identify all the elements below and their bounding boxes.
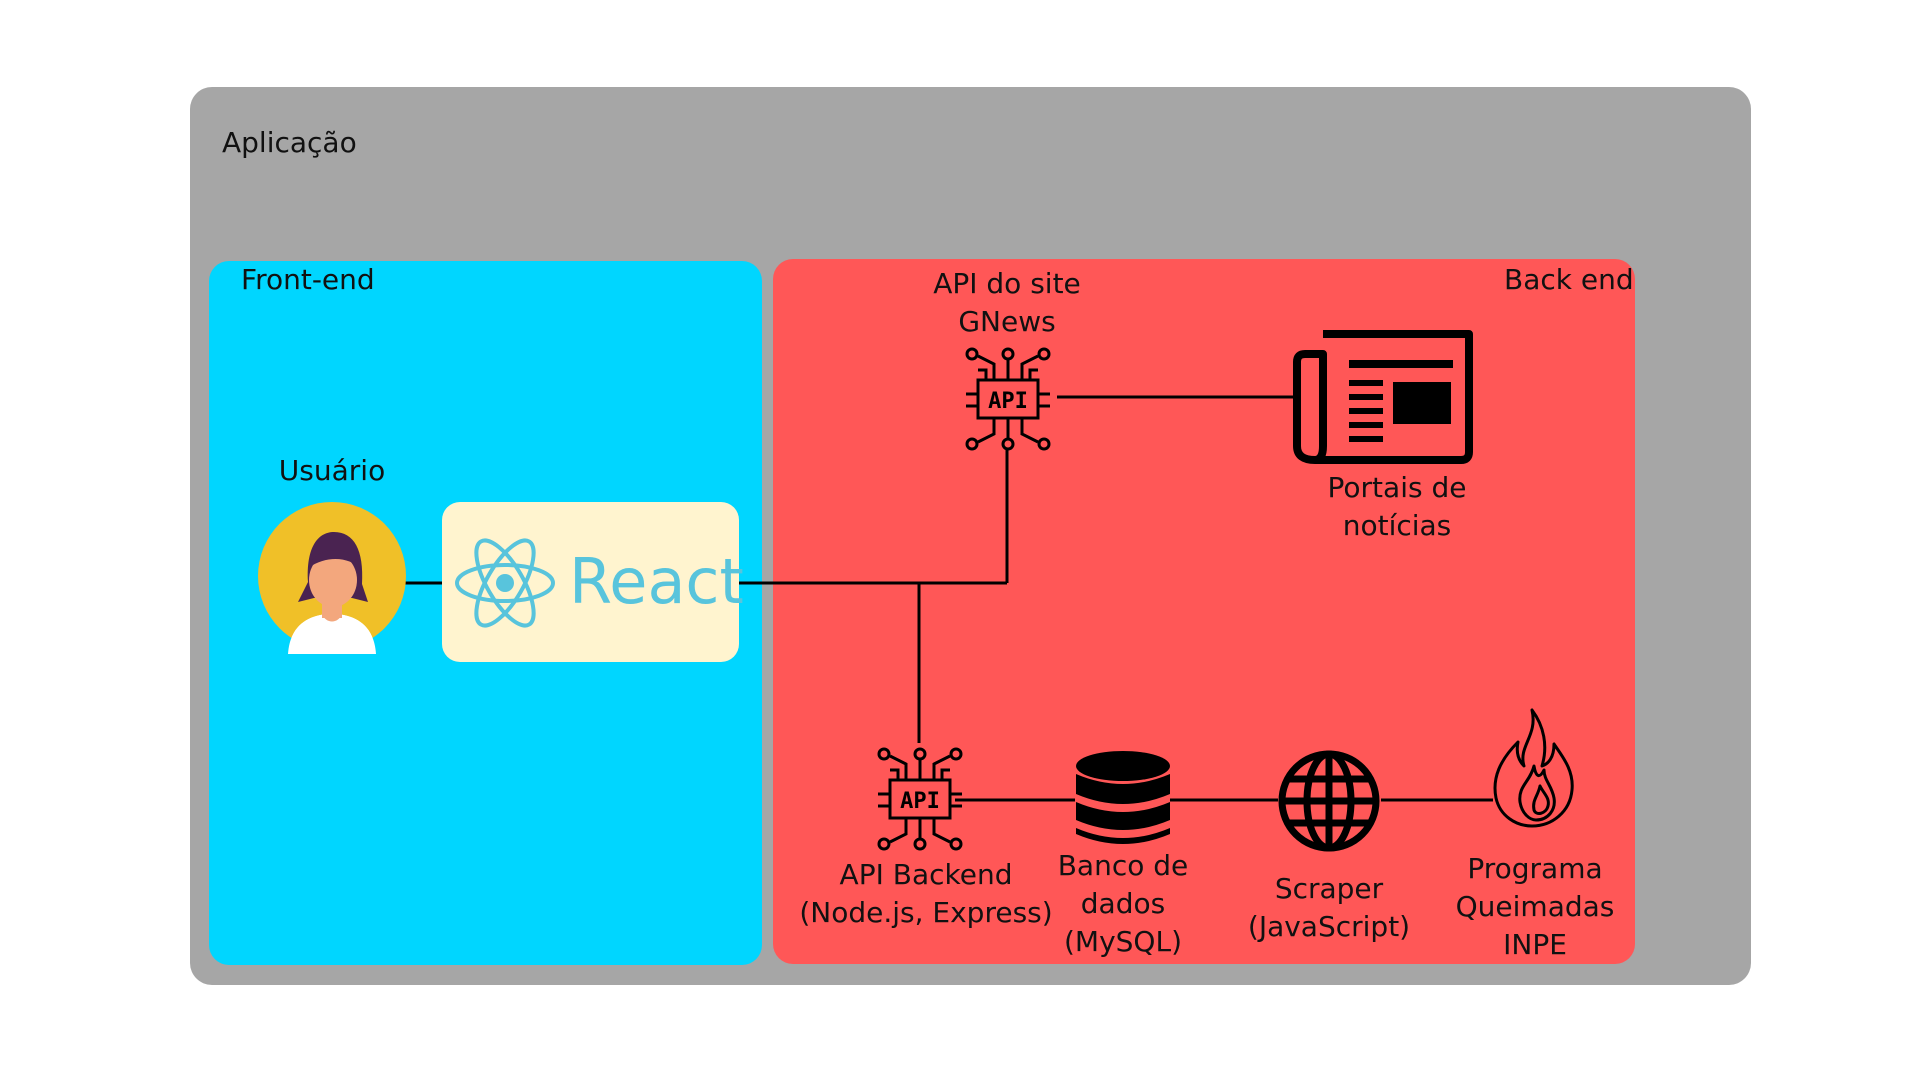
- gnews-api-label-line2: GNews: [958, 305, 1056, 338]
- scraper-label-line1: Scraper: [1274, 872, 1384, 905]
- inpe-label-line2: Queimadas: [1455, 890, 1615, 923]
- globe-icon: [1278, 750, 1380, 852]
- backend-api-label-line2: (Node.js, Express): [799, 896, 1053, 929]
- news-portals-label-line2: notícias: [1342, 509, 1452, 542]
- backend-api-label-line1: API Backend: [839, 858, 1013, 891]
- react-label: React: [569, 545, 744, 618]
- inpe-label-line3: INPE: [1503, 928, 1567, 961]
- inpe-label-line1: Programa: [1467, 852, 1603, 885]
- api-chip-text: API: [988, 389, 1028, 414]
- newspaper-icon: [1293, 330, 1473, 464]
- gnews-api-icon: API: [965, 347, 1051, 451]
- backend-title: Back end: [1504, 263, 1634, 296]
- backend-api-icon: API: [877, 747, 963, 851]
- news-portals-label-line1: Portais de: [1327, 471, 1467, 504]
- frontend-title: Front-end: [241, 263, 375, 296]
- react-box: React: [442, 502, 744, 662]
- database-label-line1: Banco de: [1057, 849, 1189, 882]
- react-logo-icon: [455, 538, 555, 628]
- application-title: Aplicação: [222, 126, 357, 159]
- scraper-label-line2: (JavaScript): [1247, 910, 1411, 943]
- api-chip-text: API: [900, 789, 940, 814]
- database-icon: [1076, 751, 1170, 844]
- user-avatar-icon: [258, 502, 406, 654]
- user-label: Usuário: [278, 454, 386, 487]
- fire-icon: [1493, 708, 1574, 828]
- database-label-line3: (MySQL): [1064, 925, 1182, 958]
- gnews-api-label-line1: API do site: [933, 267, 1081, 300]
- database-label-line2: dados: [1080, 887, 1166, 920]
